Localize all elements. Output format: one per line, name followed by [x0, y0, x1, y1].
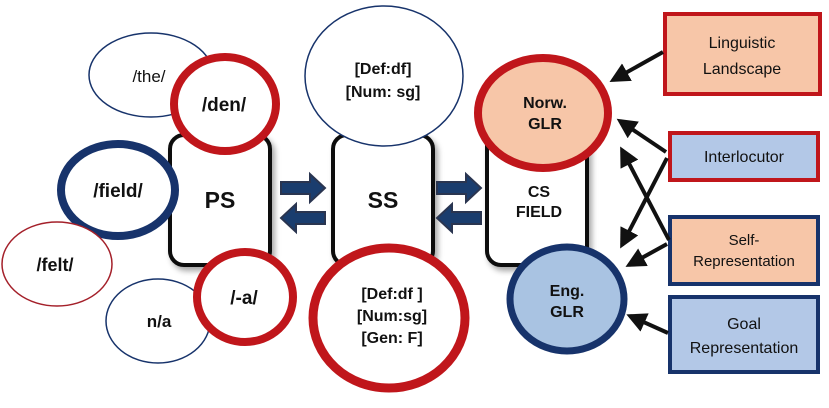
- syntax-top-line1: [Def:df]: [355, 61, 412, 78]
- interlocutor-label: Interlocutor: [704, 149, 785, 166]
- arrow-interlocutor-to-norw: [616, 118, 668, 154]
- syntax-top-line2: [Num: sg]: [346, 84, 421, 101]
- field-label: /field/: [93, 181, 143, 202]
- norw-glr-line1: Norw.: [523, 95, 567, 112]
- syntax-bottom-line3: [Gen: F]: [361, 330, 422, 347]
- goal-representation-line1: Goal: [727, 316, 761, 333]
- arrow-self-to-eng: [625, 242, 668, 267]
- linguistic-landscape-line1: Linguistic: [709, 35, 776, 52]
- syntax-bottom-line1: [Def:df ]: [361, 286, 422, 303]
- ps-ss-double-arrow: [279, 171, 327, 235]
- cs-label-line2: FIELD: [516, 204, 562, 221]
- linguistic-landscape-line2: Landscape: [703, 61, 781, 78]
- felt-circle: [1, 221, 113, 307]
- eng-glr-circle: [506, 243, 628, 355]
- cs-label-line1: CS: [528, 184, 551, 201]
- norw-glr-circle: [474, 54, 612, 172]
- eng-glr-line1: Eng.: [550, 283, 585, 300]
- syntax-bottom-circle: [308, 243, 470, 393]
- a-circle: [193, 248, 297, 346]
- arrow-landscape-to-norw: [609, 50, 664, 82]
- self-representation-box: [668, 215, 820, 286]
- ss-label: SS: [368, 187, 399, 213]
- eng-glr-line2: GLR: [550, 304, 584, 321]
- ss-cs-double-arrow: [435, 171, 483, 235]
- den-label: /den/: [202, 95, 247, 116]
- the-label: /the/: [132, 67, 165, 86]
- na-label: n/a: [147, 312, 172, 331]
- goal-representation-line2: Representation: [690, 340, 799, 357]
- ps-label: PS: [205, 187, 236, 213]
- arrow-self-to-norw: [620, 146, 671, 241]
- field-circle: [57, 140, 179, 240]
- arrow-interlocutor-to-eng: [620, 157, 669, 249]
- self-representation-line1: Self-: [729, 232, 760, 249]
- a-label: /-a/: [230, 288, 258, 309]
- felt-label: /felt/: [36, 255, 73, 275]
- syntax-top-circle: [304, 5, 464, 147]
- norw-glr-line2: GLR: [528, 116, 562, 133]
- den-circle: [170, 53, 280, 155]
- interlocutor-box: [668, 131, 820, 182]
- goal-representation-box: [668, 295, 820, 374]
- arrow-goal-to-eng: [626, 313, 669, 335]
- linguistic-landscape-box: [663, 12, 822, 96]
- self-representation-line2: Representation: [693, 253, 795, 270]
- syntax-bottom-line2: [Num:sg]: [357, 308, 427, 325]
